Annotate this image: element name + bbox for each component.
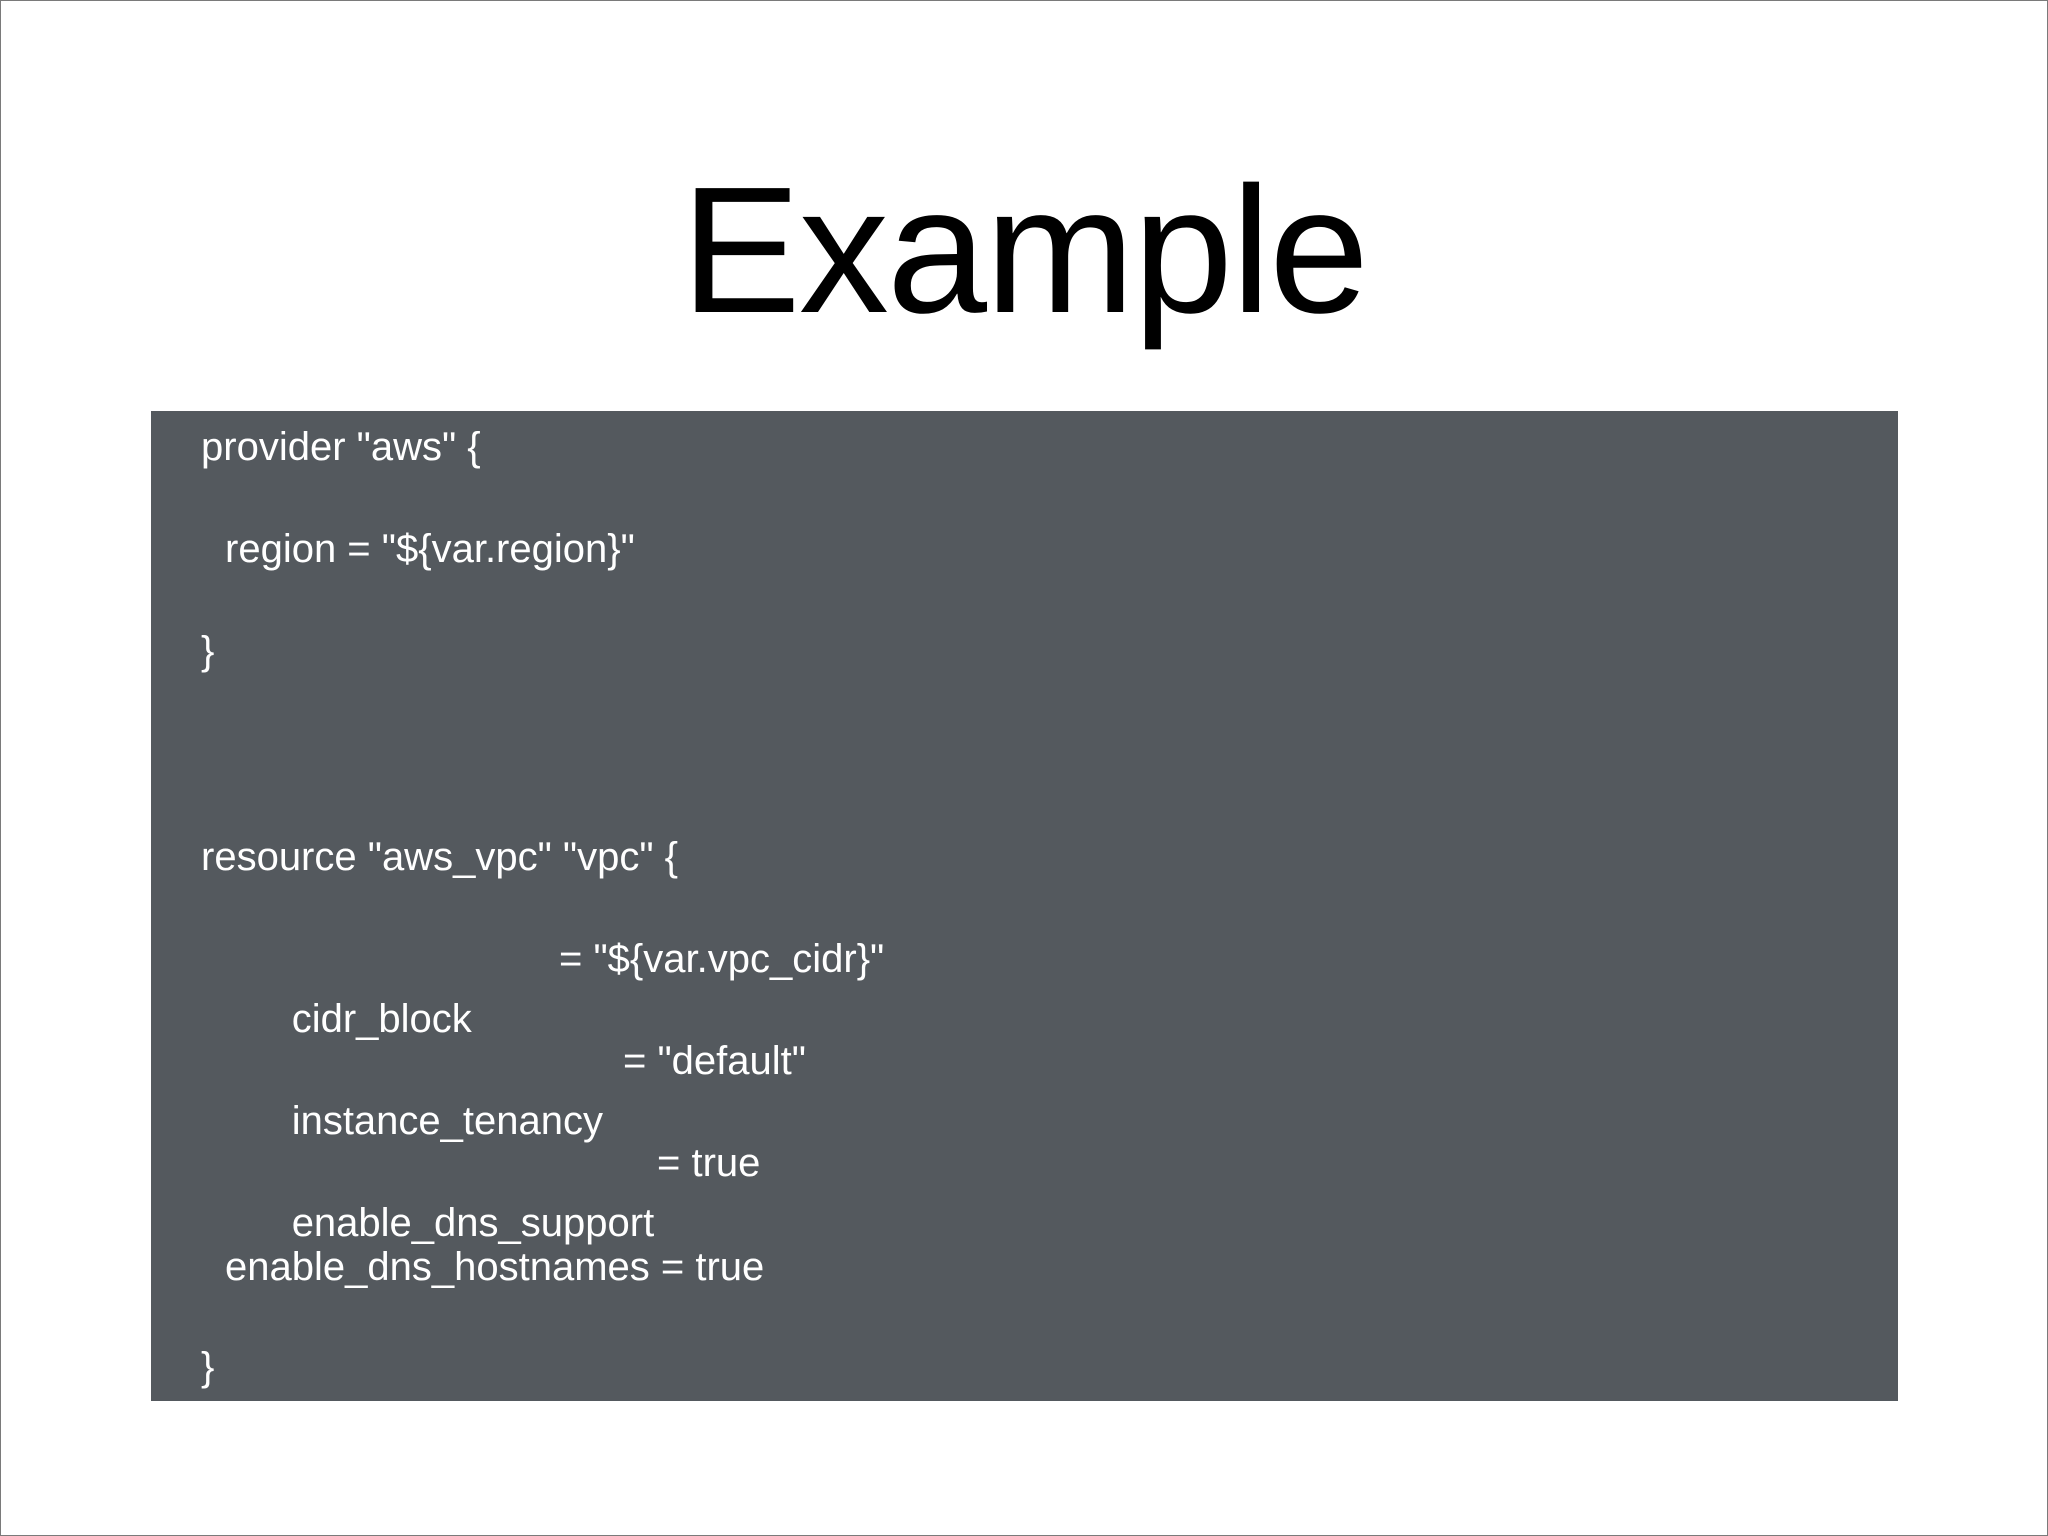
code-line-enable-dns-hostnames: enable_dns_hostnames = true <box>225 1245 765 1289</box>
code-key: instance_tenancy <box>291 1099 604 1143</box>
code-value: = "default" <box>623 1039 806 1083</box>
code-line-cidr-block: cidr_block = "${var.vpc_cidr}" <box>225 929 1125 1041</box>
code-key: enable_dns_support <box>291 1201 655 1245</box>
code-line-instance-tenancy: instance_tenancy = "default" <box>225 1031 1125 1143</box>
slide-title: Example <box>680 150 1369 351</box>
code-value: = true <box>657 1141 761 1185</box>
code-line-enable-dns-support: enable_dns_support = true <box>225 1133 1125 1245</box>
code-line-resource: resource "aws_vpc" "vpc" { <box>201 835 678 879</box>
code-line-close-brace: } <box>201 629 215 673</box>
code-line-close-brace-2: } <box>201 1345 215 1389</box>
code-block: provider "aws" { region = "${var.region}… <box>151 411 1898 1401</box>
code-line-region: region = "${var.region}" <box>225 527 635 571</box>
code-value: = "${var.vpc_cidr}" <box>559 937 885 981</box>
code-key: cidr_block <box>291 997 472 1041</box>
code-line-provider: provider "aws" { <box>201 425 481 469</box>
